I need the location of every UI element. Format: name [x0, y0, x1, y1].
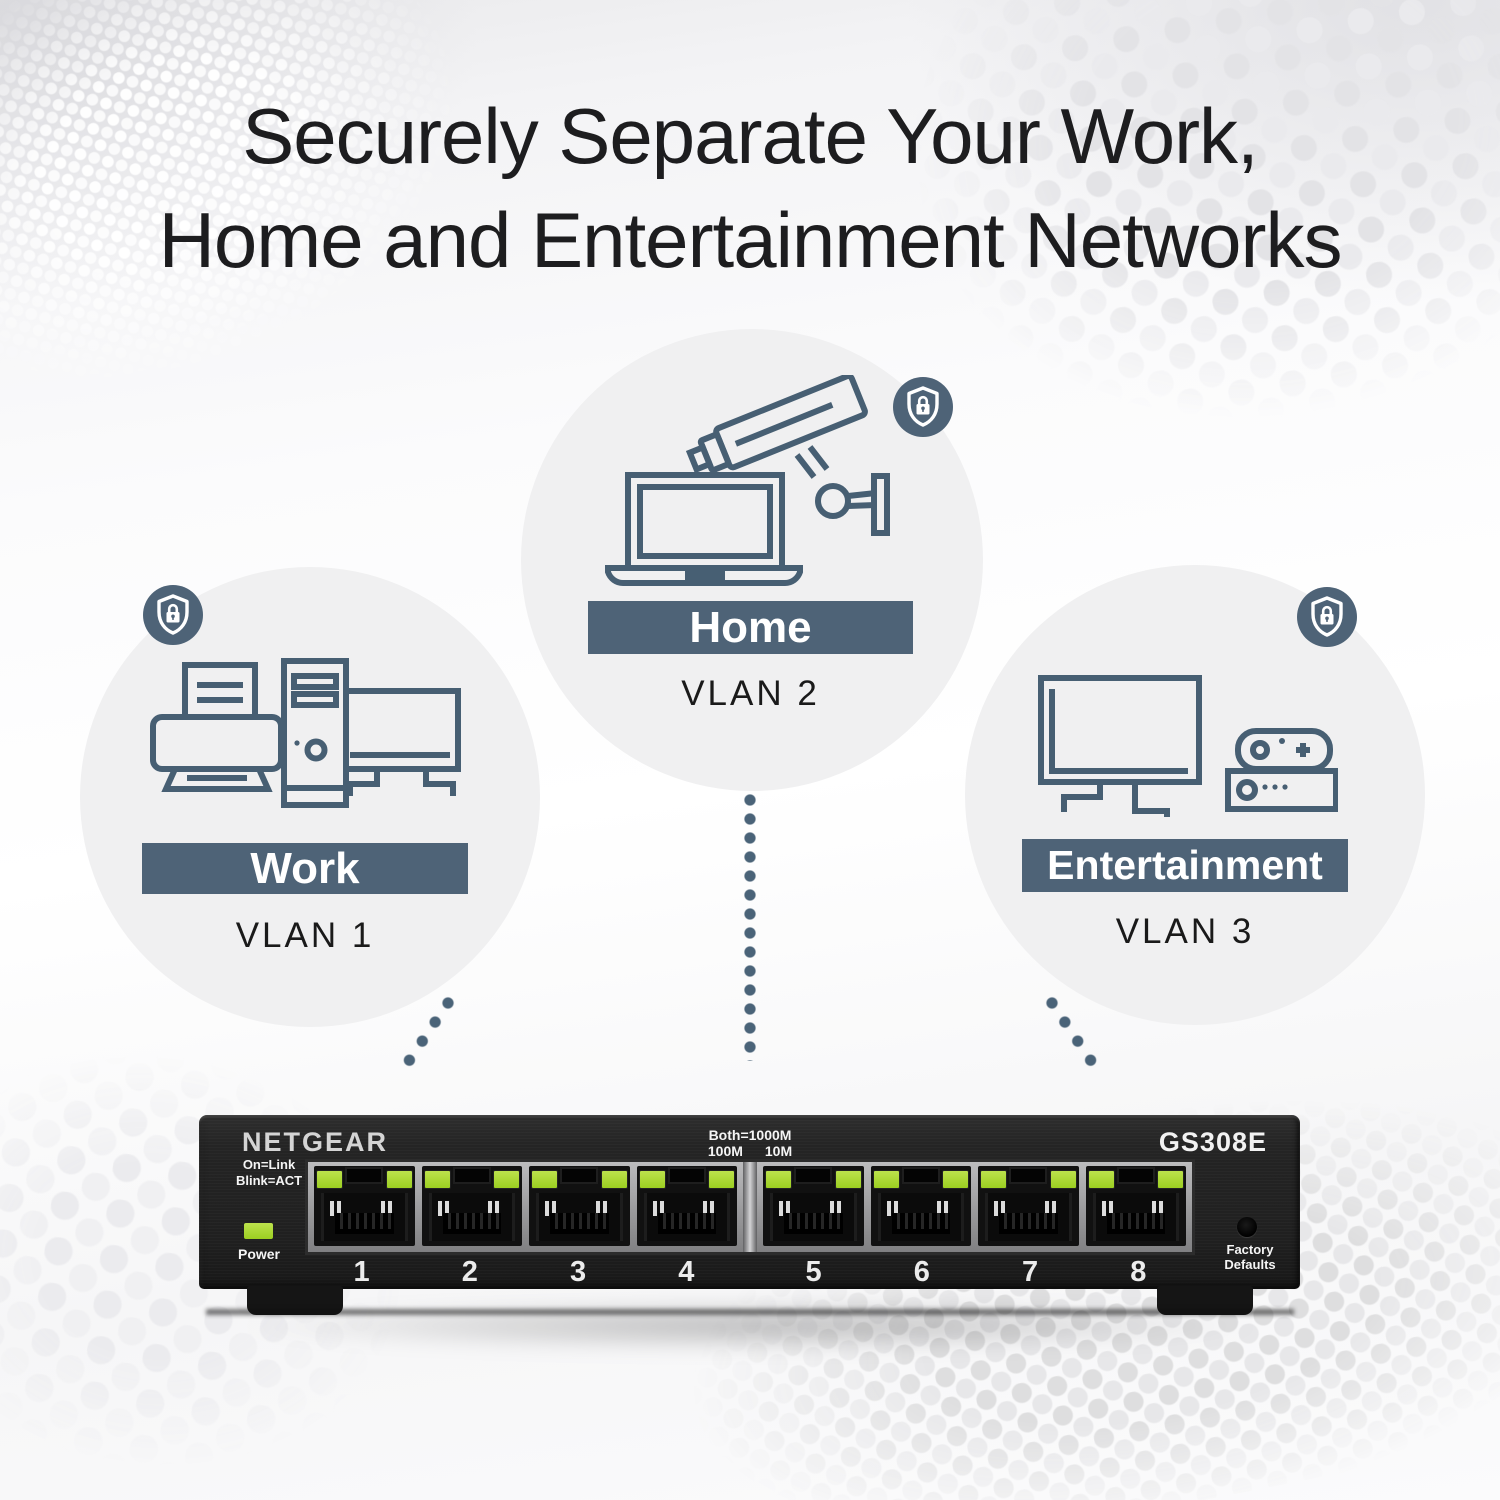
port-led-icon: [708, 1170, 735, 1189]
headline-line1: Securely Separate Your Work,: [242, 92, 1258, 180]
port-led-icon: [1049, 1170, 1077, 1189]
factory-defaults-label: Factory Defaults: [1224, 1242, 1276, 1272]
security-camera-icon: [685, 375, 890, 536]
ethernet-port: [314, 1166, 415, 1246]
port-group-1: [308, 1162, 743, 1252]
rj45-jack: [877, 1193, 964, 1241]
printer-icon: [150, 662, 284, 792]
port-numbers: 1 2 3 4 5 6 7 8: [305, 1256, 1195, 1289]
port-led-icon: [765, 1170, 792, 1189]
shield-lock-icon: [143, 585, 203, 645]
network-label: Work: [250, 844, 360, 893]
connector-dots-entertainment: [1043, 994, 1101, 1072]
connector-dots-work: [399, 994, 457, 1072]
port-led-icon: [834, 1170, 862, 1189]
port-group-divider: [743, 1162, 757, 1252]
rj45-jack: [985, 1193, 1072, 1241]
shield-lock-icon: [893, 377, 953, 437]
power-led: [243, 1222, 274, 1240]
port-number: 6: [913, 1256, 930, 1288]
port-led-icon: [980, 1170, 1007, 1189]
port-panel: [305, 1159, 1195, 1255]
led-legend-line1: On=Link: [242, 1157, 296, 1172]
device-shadow-line: [206, 1309, 1294, 1315]
ethernet-port: [1085, 1166, 1186, 1246]
netgear-logo: NETGEAR: [242, 1127, 389, 1157]
ethernet-port: [421, 1166, 522, 1246]
port-number: 2: [461, 1256, 478, 1288]
port-led-icon: [1157, 1170, 1184, 1189]
port-group-2: [757, 1162, 1192, 1252]
rj45-jack: [770, 1193, 857, 1241]
rj45-jack: [428, 1193, 515, 1241]
work-devices-icons: [150, 658, 461, 808]
network-circle-entertainment: Entertainment VLAN 3: [965, 565, 1425, 1025]
led-legend: On=Link Blink=ACT: [235, 1157, 303, 1189]
network-label-bar: Entertainment: [1022, 839, 1348, 892]
port-led-icon: [423, 1170, 451, 1189]
port-number: 4: [678, 1256, 695, 1288]
headline-line2: Home and Entertainment Networks: [158, 196, 1343, 284]
network-label: Home: [689, 603, 812, 652]
port-led-icon: [493, 1170, 520, 1189]
vlan-label: VLAN 3: [1115, 912, 1255, 951]
game-controller-icon: [1235, 728, 1333, 772]
port-led-icon: [600, 1170, 628, 1189]
game-console-icon: [1225, 768, 1338, 812]
network-label: Entertainment: [1047, 842, 1323, 888]
headline: Securely Separate Your Work, Home and En…: [0, 84, 1500, 292]
rj45-jack: [643, 1193, 730, 1241]
ethernet-port: [529, 1166, 630, 1246]
connector-dots-home: [744, 794, 756, 1061]
port-number: 3: [570, 1256, 587, 1288]
entertainment-devices-icons: [1038, 675, 1338, 817]
port-number: 7: [1022, 1256, 1039, 1288]
port-number: 8: [1130, 1256, 1147, 1288]
speed-legend-10m: 10M: [764, 1143, 793, 1159]
vlan-label: VLAN 2: [681, 674, 820, 713]
network-switch: NETGEAR GS308E On=Link Blink=ACT Both=10…: [199, 1115, 1300, 1289]
port-number: 5: [805, 1256, 822, 1288]
port-led-icon: [1087, 1170, 1115, 1189]
rj45-jack: [321, 1193, 408, 1241]
ethernet-port: [636, 1166, 737, 1246]
port-number: 1: [353, 1256, 370, 1288]
rj45-jack: [1092, 1193, 1179, 1241]
shield-lock-icon: [1297, 587, 1357, 647]
model-label: GS308E: [1158, 1127, 1267, 1157]
port-led-icon: [385, 1170, 413, 1189]
network-label-bar: Work: [142, 843, 468, 894]
rj45-jack: [536, 1193, 623, 1241]
network-label-bar: Home: [588, 601, 913, 654]
port-led-icon: [638, 1170, 666, 1189]
laptop-icon: [605, 472, 803, 586]
ethernet-port: [763, 1166, 864, 1246]
port-led-icon: [531, 1170, 558, 1189]
network-circle-home: Home VLAN 2: [521, 329, 983, 791]
speed-legend-100m: 100M: [707, 1143, 743, 1159]
power-label: Power: [237, 1246, 280, 1262]
tv-icon: [1038, 675, 1202, 817]
home-devices-icons: [605, 375, 890, 586]
led-legend-line2: Blink=ACT: [235, 1173, 303, 1188]
desktop-tower-icon: [281, 658, 349, 808]
port-led-icon: [942, 1170, 969, 1189]
port-led-icon: [872, 1170, 900, 1189]
port-led-icon: [316, 1170, 343, 1189]
speed-legend: Both=1000M 100M 10M: [708, 1127, 792, 1159]
vlan-label: VLAN 1: [235, 916, 375, 955]
device-shadow: [230, 1300, 1270, 1352]
speed-legend-both: Both=1000M: [708, 1127, 792, 1143]
network-circle-work: Work VLAN 1: [80, 567, 540, 1027]
monitor-icon: [339, 688, 461, 796]
factory-defaults-button: [1237, 1217, 1257, 1237]
ethernet-port: [978, 1166, 1079, 1246]
ethernet-port: [870, 1166, 971, 1246]
